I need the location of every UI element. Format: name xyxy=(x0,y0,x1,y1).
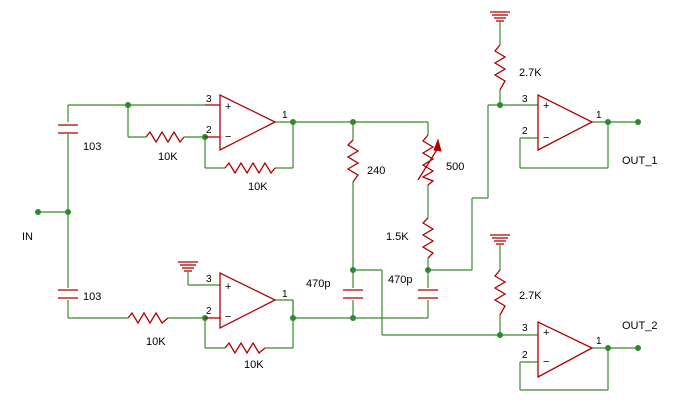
u4-pin2: 2 xyxy=(522,350,528,361)
label-out1: OUT_1 xyxy=(622,155,657,167)
junction-nodes xyxy=(35,102,641,351)
u2-plus-symbol: + xyxy=(225,281,231,293)
u4-minus-symbol: − xyxy=(543,356,549,368)
u2-pin3: 3 xyxy=(206,274,212,285)
capacitor-470p-a xyxy=(343,289,363,299)
resistor-2k7-top xyxy=(493,44,507,91)
ground-bot-right xyxy=(490,234,510,245)
ground-u2 xyxy=(178,261,198,272)
node-cap-a-bot xyxy=(350,315,356,321)
label-in: IN xyxy=(22,231,33,243)
u2-pin2: 2 xyxy=(206,306,212,317)
ground-top-right xyxy=(490,11,510,22)
u1-plus-symbol: + xyxy=(225,101,231,113)
node-240-bot xyxy=(350,267,356,273)
resistor-variable-500 xyxy=(417,134,442,186)
label-r-240: 240 xyxy=(367,165,385,177)
capacitor-c-bot xyxy=(58,289,78,299)
u3-pin1: 1 xyxy=(596,110,602,121)
u3-minus-symbol: − xyxy=(543,132,549,144)
u3-pin3: 3 xyxy=(522,94,528,105)
label-r-2k7-top: 2.7K xyxy=(519,67,542,79)
u4-plus-symbol: + xyxy=(543,327,549,339)
capacitor-470p-b xyxy=(418,289,438,299)
u1-minus-symbol: − xyxy=(225,131,231,143)
node-u4-out xyxy=(605,345,611,351)
label-r-500: 500 xyxy=(446,161,464,173)
node-u3-out xyxy=(605,119,611,125)
node-u2-out xyxy=(290,315,296,321)
u4-pin1: 1 xyxy=(596,336,602,347)
u2-minus-symbol: − xyxy=(225,311,231,323)
opamp-u2 xyxy=(205,271,277,330)
label-r-u2-fb: 10K xyxy=(244,359,264,371)
resistor-10k-u1-fb xyxy=(224,161,276,175)
node-in xyxy=(35,209,41,215)
label-r-u1-fb: 10K xyxy=(248,181,268,193)
node-1k5-bot xyxy=(425,267,431,273)
resistor-1k5 xyxy=(421,217,435,259)
resistor-10k-u2-in xyxy=(127,311,169,325)
resistor-10k-u2-fb xyxy=(224,341,266,355)
label-r-2k7-bot: 2.7K xyxy=(519,290,542,302)
label-r-1k5: 1.5K xyxy=(386,231,409,243)
u1-pin1: 1 xyxy=(282,110,288,121)
node-in-split xyxy=(65,209,71,215)
opamp-u1 xyxy=(205,93,277,152)
resistor-10k-u1-in xyxy=(145,130,185,144)
u1-pin3: 3 xyxy=(206,94,212,105)
label-r-u2-in: 10K xyxy=(146,336,166,348)
node-u3-plus xyxy=(497,102,503,108)
label-out2: OUT_2 xyxy=(622,320,657,332)
opamp-u3 xyxy=(537,93,594,152)
label-r-u1-in: 10K xyxy=(158,151,178,163)
node-u4-plus xyxy=(497,332,503,338)
resistor-2k7-bot xyxy=(493,269,507,316)
u4-pin3: 3 xyxy=(522,323,528,334)
node-u1-out xyxy=(290,119,296,125)
node-out1 xyxy=(635,119,641,125)
u1-pin2: 2 xyxy=(206,125,212,136)
u3-pin2: 2 xyxy=(522,126,528,137)
node-u1-plus xyxy=(125,102,131,108)
node-out2 xyxy=(635,345,641,351)
capacitor-c-top xyxy=(58,124,78,134)
opamp-u4 xyxy=(537,320,594,379)
resistor-240 xyxy=(346,139,360,183)
u3-plus-symbol: + xyxy=(543,100,549,112)
label-c-bot: 103 xyxy=(83,291,101,303)
label-c-470-b: 470p xyxy=(388,274,412,286)
label-c-top: 103 xyxy=(83,141,101,153)
u2-pin1: 1 xyxy=(282,289,288,300)
label-c-470-a: 470p xyxy=(306,278,330,290)
node-240-top xyxy=(350,119,356,125)
